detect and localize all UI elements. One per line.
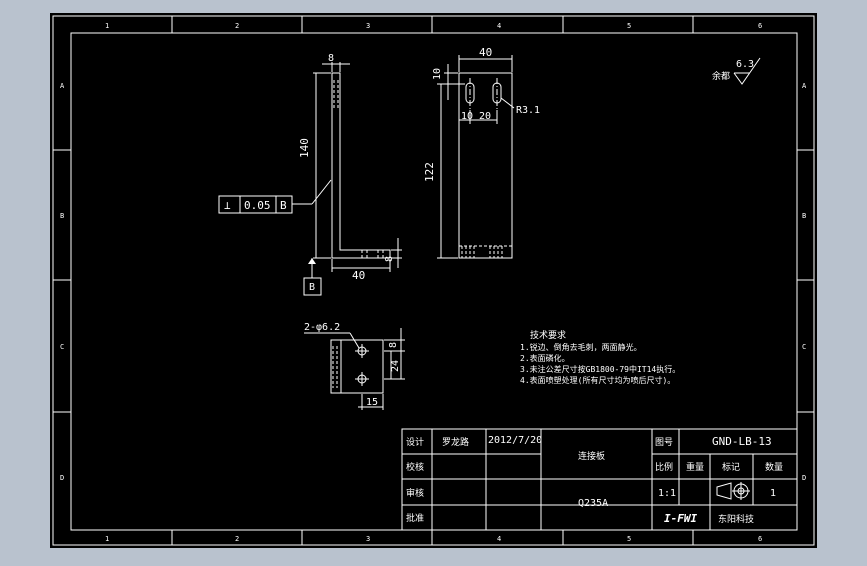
designer-name: 罗龙路 <box>442 436 469 448</box>
tech-notes-title: 技术要求 <box>530 329 566 341</box>
tech-note-1: 1.锐边、倒角去毛刺，两面静光。 <box>520 342 642 352</box>
tech-note-4: 4.表面喷塑处理(所有尺寸均为喷后尺寸)。 <box>520 375 675 385</box>
plate-outline <box>458 72 513 259</box>
view-front-plate: 40 10 10 20 R3.1 122 <box>423 46 540 259</box>
roughness-label: 余都 <box>712 70 730 82</box>
part-name: 连接板 <box>578 450 605 462</box>
drawing-sheet <box>50 13 817 548</box>
zone-col-3-top: 3 <box>366 22 370 30</box>
check-label: 校核 <box>406 461 424 473</box>
projection-symbol-icon <box>716 482 750 500</box>
zone-row-b-right: B <box>802 212 806 220</box>
roughness-value: 6.3 <box>736 59 754 70</box>
dim-slot-spacing: 20 <box>479 111 491 122</box>
technical-requirements: 技术要求 1.锐边、倒角去毛刺，两面静光。 2.表面磷化。 3.未注公差尺寸按G… <box>520 329 680 385</box>
zone-row-d-left: D <box>60 474 64 482</box>
zone-row-a-left: A <box>60 82 65 90</box>
zone-row-a-right: A <box>802 82 807 90</box>
dim-plate-height: 122 <box>423 162 436 182</box>
design-label: 设计 <box>406 436 424 448</box>
dim-slot-left: 10 <box>461 111 473 122</box>
zone-col-4-top: 4 <box>497 22 501 30</box>
dim-hole-offset: 15 <box>366 397 378 408</box>
approve-label: 批准 <box>406 512 424 524</box>
zone-row-c-left: C <box>60 343 64 351</box>
company-name: 东阳科技 <box>718 513 754 525</box>
zone-col-2-bottom: 2 <box>235 535 239 543</box>
roughness-check-icon <box>733 57 761 85</box>
material: Q235A <box>578 498 608 509</box>
zone-col-4-bottom: 4 <box>497 535 501 543</box>
dim-hole-edge: 8 <box>388 342 399 348</box>
datum-triangle <box>308 258 316 264</box>
qty-value: 1 <box>770 488 776 499</box>
dim-slot-top-offset: 10 <box>432 68 443 80</box>
drawing-no-label: 图号 <box>655 437 673 448</box>
view-side-l-bracket: 8 140 40 8 ⊥ 0.05 B B <box>218 53 402 296</box>
tolerance-datum-ref: B <box>280 199 287 212</box>
foot-outline <box>330 339 384 394</box>
zone-dividers <box>53 16 814 545</box>
zone-row-c-right: C <box>802 343 806 351</box>
scale-label: 比例 <box>655 461 673 473</box>
review-label: 审核 <box>406 487 424 499</box>
zone-col-1-bottom: 1 <box>105 535 109 543</box>
weight-label: 重量 <box>686 461 704 473</box>
company-logo: I-FWI <box>664 512 697 525</box>
tolerance-value: 0.05 <box>244 199 271 212</box>
dim-length-40: 40 <box>352 269 365 282</box>
tech-note-3: 3.未注公差尺寸按GB1800-79中IT14执行。 <box>520 364 680 374</box>
tech-note-2: 2.表面磷化。 <box>520 353 570 363</box>
qty-label: 数量 <box>765 461 783 473</box>
design-date: 2012/7/20 <box>488 435 542 446</box>
dim-top-thickness: 8 <box>328 53 334 64</box>
zone-col-5-bottom: 5 <box>627 535 631 543</box>
drawing-number: GND-LB-13 <box>712 435 772 448</box>
zone-col-2-top: 2 <box>235 22 239 30</box>
scale-value: 1:1 <box>658 488 676 499</box>
dim-hole-spacing: 24 <box>390 360 401 372</box>
surface-roughness: 余都 6.3 <box>712 57 761 85</box>
dim-height-140: 140 <box>298 138 311 158</box>
title-block: 设计 罗龙路 2012/7/20 校核 审核 批准 连接板 Q235A 图号 G… <box>401 428 798 531</box>
dim-slot-radius: R3.1 <box>516 105 540 116</box>
zone-col-3-bottom: 3 <box>366 535 370 543</box>
holes-callout: 2-φ6.2 <box>304 322 340 333</box>
zone-col-1-top: 1 <box>105 22 109 30</box>
zone-row-d-right: D <box>802 474 806 482</box>
datum-label: B <box>309 282 315 293</box>
zone-col-6-bottom: 6 <box>758 535 762 543</box>
zone-row-b-left: B <box>60 212 64 220</box>
dim-plate-width: 40 <box>479 46 492 59</box>
datum-box <box>303 277 322 296</box>
l-profile <box>331 72 391 259</box>
zone-col-5-top: 5 <box>627 22 631 30</box>
perpendicularity-symbol: ⊥ <box>224 199 231 212</box>
mark-label: 标记 <box>722 461 740 473</box>
dim-foot-thickness: 8 <box>384 256 395 262</box>
view-bottom-foot: 2-φ6.2 8 24 15 <box>304 322 405 410</box>
zone-col-6-top: 6 <box>758 22 762 30</box>
